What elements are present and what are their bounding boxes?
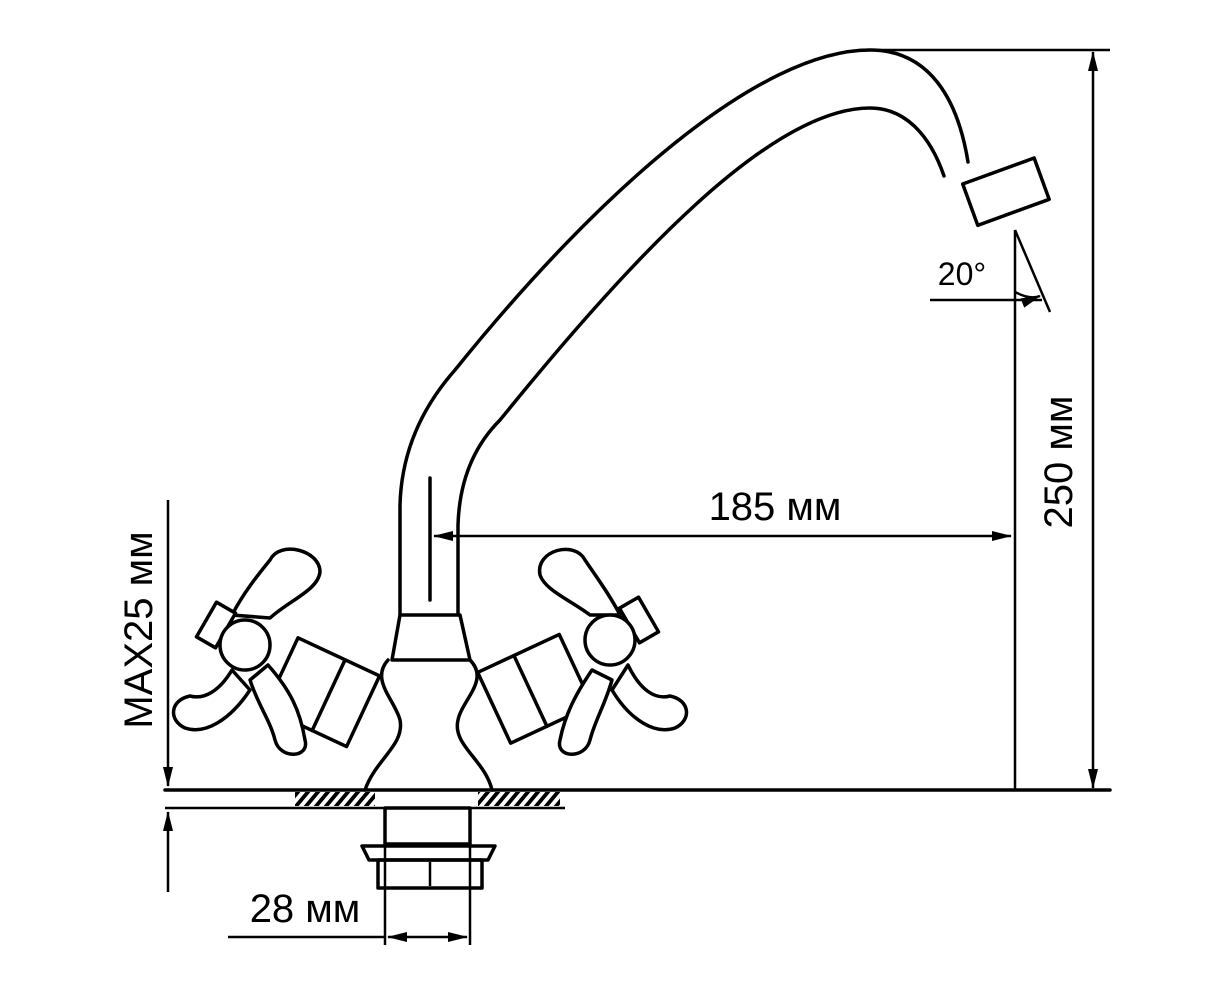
hole-diameter-dimension: 28 мм xyxy=(228,845,472,945)
height-dimension: 250 мм xyxy=(860,48,1110,789)
reach-dimension: 185 мм xyxy=(428,230,1017,790)
spout xyxy=(398,48,1052,617)
angle-dimension: 20° xyxy=(930,256,1042,308)
right-cross-handle xyxy=(475,547,689,756)
aerator-nozzle xyxy=(960,156,1051,228)
left-cross-handle xyxy=(171,547,382,756)
faucet-body xyxy=(363,613,494,792)
angle-label: 20° xyxy=(938,256,986,292)
height-label: 250 мм xyxy=(1037,396,1081,529)
hole-diameter-label: 28 мм xyxy=(250,887,361,931)
reach-label: 185 мм xyxy=(709,485,842,529)
max-thickness-label: MAX25 мм xyxy=(117,531,161,728)
mounting-shank xyxy=(360,806,497,890)
max-thickness-dimension: MAX25 мм xyxy=(117,500,173,892)
countertop xyxy=(163,788,1112,810)
